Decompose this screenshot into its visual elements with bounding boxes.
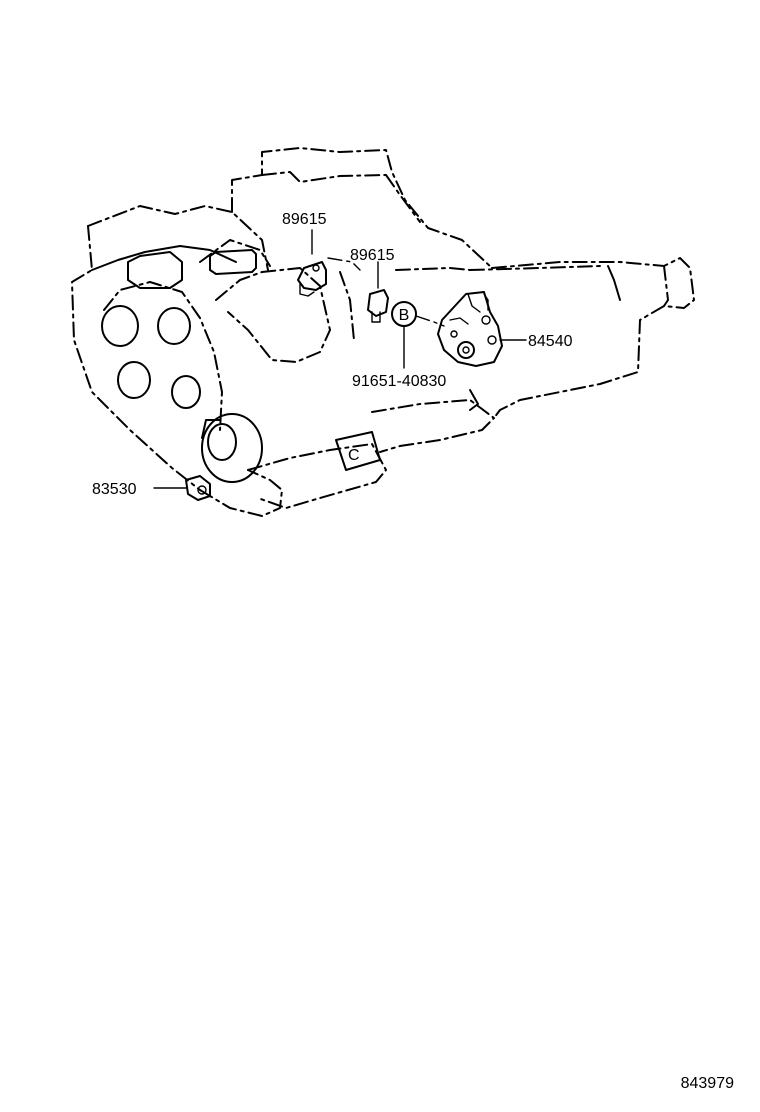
callout-91651-40830: 91651-40830 [352, 373, 446, 390]
transmission-assembly-outline: C [71, 147, 695, 517]
reference-marker-letter: B [399, 307, 410, 324]
sensor-lower-part [327, 257, 389, 323]
callout-84540: 84540 [528, 333, 573, 350]
callout-89615-lower: 89615 [350, 247, 395, 264]
reference-marker-b: B [391, 301, 445, 369]
callout-89615-upper: 89615 [282, 211, 327, 228]
speed-sensor-part [153, 475, 211, 501]
illustration-number: 843979 [681, 1075, 734, 1092]
sensor-upper-part [297, 229, 327, 297]
inset-marker-letter: C [348, 447, 360, 464]
callout-83530: 83530 [92, 481, 137, 498]
neutral-switch-part [437, 291, 527, 367]
